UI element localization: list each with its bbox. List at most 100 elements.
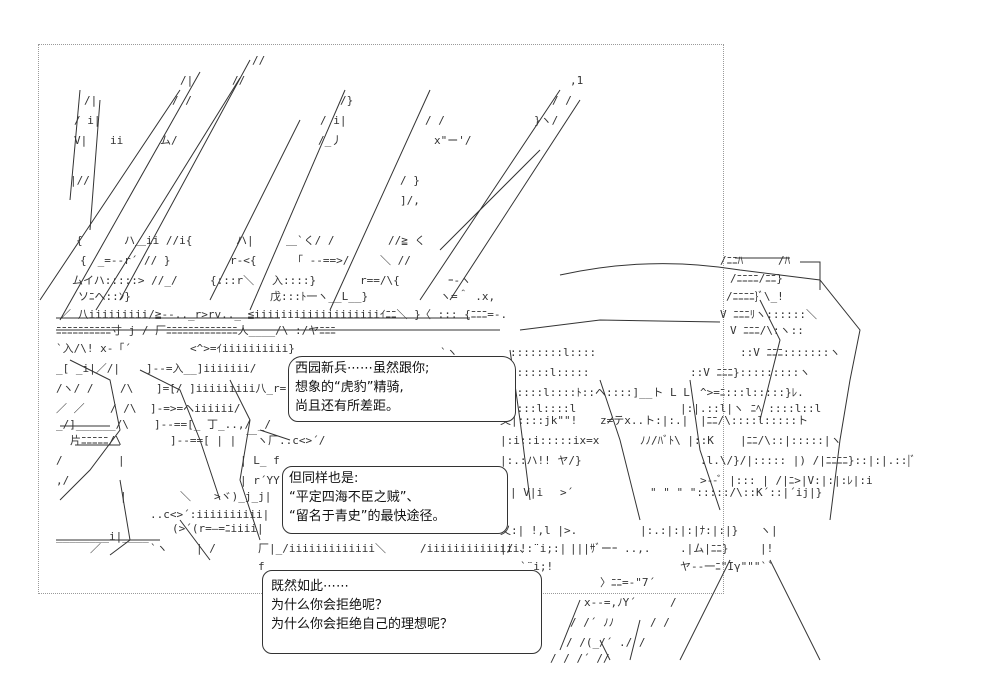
svg-text:f: f	[258, 560, 265, 573]
svg-text:.l.\/}/|::::: |) /|ﾆﾆﾆﾆ}::|:|.: .l.\/}/|::::: |) /|ﾆﾆﾆﾆ}::|:|.::|ﾞ	[700, 454, 916, 467]
svg-text:]--==[ | |: ]--==[ | |	[170, 434, 236, 447]
svg-text://≧ く: //≧ く	[388, 234, 426, 247]
svg-text:「 --==>/: 「 --==>/	[292, 254, 349, 267]
svg-text:|/ !:¨i;:|: |/ !:¨i;:|	[500, 542, 566, 555]
svg-text:＿`く/ /: ＿`く/ /	[286, 234, 335, 247]
svg-text://: //	[232, 74, 245, 87]
svg-text:〈 ::: {ﾆﾆﾆ=-.: 〈 ::: {ﾆﾆﾆ=-.	[420, 308, 507, 321]
svg-text:ムイハ:::::> //_/: ムイハ:::::> //_/	[72, 274, 178, 287]
svg-text:/ /\: / /\	[110, 402, 137, 415]
svg-text:z≠テx..ト:|:.|: z≠テx..ト:|:.|	[600, 414, 688, 427]
svg-text:(>´(r=—=ﾆiiii|: (>´(r=—=ﾆiiii|	[172, 522, 264, 535]
svg-text:|ﾆﾆ/\::::l:::::ト: |ﾆﾆ/\::::l:::::ト	[700, 414, 808, 427]
svg-text:|: |	[120, 490, 127, 503]
svg-text:片ﾆﾆﾆﾆﾆ/\: 片ﾆﾆﾆﾆﾆ/\	[70, 434, 122, 447]
bubble-top-line-3: 尚且还有所差距。	[295, 399, 400, 414]
svg-text:/ﾆﾆﾆﾆ/ﾆﾆ}: /ﾆﾆﾆﾆ/ﾆﾆ}	[730, 272, 783, 285]
svg-text:|:|.::l|ヽ ﾆﾍ ::::l::l: |:|.::l|ヽ ﾆﾍ ::::l::l	[680, 402, 821, 415]
svg-text:`ヽ: `ヽ	[440, 346, 458, 359]
svg-text:/ﾊ: /ﾊ	[778, 254, 791, 267]
svg-text:x"ー'/: x"ー'/	[434, 134, 472, 147]
svg-text:/|: /|	[84, 94, 97, 107]
svg-text:| /: | /	[196, 542, 216, 555]
svg-text:|:i::i:::::ix=x: |:i::i:::::ix=x	[500, 434, 600, 447]
svg-text:／ 八iiiiiiiii/≧--.._r>rv.._ ≦ii: ／ 八iiiiiiiii/≧--.._r>rv.._ ≦iiiiiiiiiiii…	[60, 308, 421, 321]
svg-text:ﾆﾆﾆﾆﾆﾆﾆﾆﾆﾆ寸 j / 厂ﾆﾆﾆﾆﾆﾆﾆﾆﾆﾆﾆﾆﾆ: ﾆﾆﾆﾆﾆﾆﾆﾆﾆﾆ寸 j / 厂ﾆﾆﾆﾆﾆﾆﾆﾆﾆﾆﾆﾆﾆ人____/\ :/…	[56, 323, 336, 337]
svg-text:| r´YY|: | r´YY|	[240, 474, 286, 487]
svg-text:_/]______/\: _/]______/\	[56, 418, 129, 431]
svg-text:|:.:ハ!! ヤ/}: |:.:ハ!! ヤ/}	[500, 454, 582, 467]
svg-text:/_丿: /_丿	[318, 134, 342, 147]
svg-text:/ i|: / i|	[320, 114, 347, 127]
svg-text:/ / /´ //: / / /´ //	[550, 652, 610, 665]
bubble-bottom-line-3: 为什么你会拒绝自己的理想呢？	[271, 617, 454, 632]
svg-text:V ﾆﾆﾆ/\:ヽ::: V ﾆﾆﾆ/\:ヽ::	[730, 324, 804, 337]
svg-text:V|: V|	[74, 134, 87, 147]
svg-text:]--=入__]iiiiiii/: ]--=入__]iiiiiii/	[146, 362, 256, 375]
svg-text:ハ|: ハ|	[236, 234, 254, 247]
svg-text:/ /: / /	[425, 114, 445, 127]
svg-text:]-=>=ヘiiiiii/: ]-=>=ヘiiiiii/	[150, 402, 240, 415]
svg-text:戊:::ﾄ一ヽ__L__}: 戊:::ﾄ一ヽ__L__}	[270, 290, 368, 303]
svg-text:x--=,ﾉY´: x--=,ﾉY´	[584, 596, 636, 609]
svg-text:|!: |!	[760, 542, 773, 555]
svg-text:厂|_/iiiiiiiiiiiii＼: 厂|_/iiiiiiiiiiiii＼	[258, 542, 386, 555]
svg-text:::V ﾆﾆﾆ:::::::ヽ: ::V ﾆﾆﾆ:::::::ヽ	[740, 346, 840, 359]
bubble-top-line-2: 想象的“虎豹”精骑,	[295, 380, 404, 395]
svg-text://: //	[252, 54, 265, 67]
svg-text:/: /	[670, 596, 677, 609]
svg-text:|||ｻﾞーｰ ..,.: |||ｻﾞーｰ ..,.	[570, 542, 650, 555]
svg-text:ヽ=＾ .x,: ヽ=＾ .x,	[440, 288, 495, 303]
art-glyphs: // /| // ,1 /| / / /} / / / i| / i| / / …	[56, 54, 916, 665]
svg-text:/ﾆﾆﾊ: /ﾆﾆﾊ	[720, 254, 744, 267]
svg-text:]--==[_ 丁_..,/ _/: ]--==[_ 丁_..,/ _/	[154, 418, 271, 431]
spear-lines	[39, 59, 861, 661]
svg-text:| V|i: | V|i	[510, 486, 543, 499]
bubble-top-line-1: 西园新兵⋯⋯虽然跟你;	[295, 361, 430, 376]
svg-text:,/: ,/	[56, 474, 69, 487]
svg-text:ﾉﾉ/ﾊﾞﾄ\ |::K: ﾉﾉ/ﾊﾞﾄ\ |::K	[640, 434, 714, 447]
svg-text:〉ﾆﾆ=-"7´: 〉ﾆﾆ=-"7´	[600, 576, 655, 589]
svg-text:::::::::l::::: ::::::::l::::	[510, 346, 596, 359]
svg-text:|: |	[118, 454, 125, 467]
svg-text:／ ／: ／ ／	[56, 402, 85, 415]
svg-text:￣ヽ厂..c<>´/: ￣ヽ厂..c<>´/	[246, 433, 325, 447]
bubble-middle-line-1: 但同样也是:	[289, 471, 359, 486]
svg-text:{:::r＼: {:::r＼	[210, 274, 254, 287]
bubble-bottom-line-1: 既然如此⋯⋯	[271, 579, 350, 594]
speech-bubble-bottom: 既然如此⋯⋯ 为什么你会拒绝呢？ 为什么你会拒绝自己的理想呢？	[262, 570, 542, 654]
svg-text:`ヽ: `ヽ	[150, 542, 168, 555]
svg-text:/:::l::::l: /:::l::::l	[510, 402, 576, 415]
svg-text:_[ _i|／/|: _[ _i|／/|	[56, 362, 120, 375]
svg-text:/ i|: / i|	[74, 114, 101, 127]
svg-text:`¨i;!: `¨i;!	[520, 560, 553, 573]
svg-text:/: /	[56, 454, 63, 467]
svg-text:l:::::l:::::: l:::::l:::::	[510, 366, 589, 379]
bubble-bottom-line-2: 为什么你会拒绝呢？	[271, 598, 389, 613]
svg-text:`入/\! x-「´: `入/\! x-「´	[56, 342, 131, 355]
svg-text:/ }: / }	[400, 174, 420, 187]
svg-text:ヽ|: ヽ|	[760, 524, 778, 537]
svg-text:{: {	[76, 234, 83, 247]
svg-text:|//: |//	[70, 174, 90, 187]
svg-text:ハ＿ii //i{: ハ＿ii //i{	[124, 234, 192, 247]
svg-text:|ﾆﾆ/\::|:::::|ヽ: |ﾆﾆ/\::|:::::|ヽ	[740, 434, 841, 447]
speech-bubble-top: 西园新兵⋯⋯虽然跟你; 想象的“虎豹”精骑, 尚且还有所差距。	[288, 356, 516, 422]
svg-text:入::::}: 入::::}	[272, 274, 316, 287]
svg-text:]=[/ ]iiiiiiiii八_r=|: ]=[/ ]iiiiiiiii八_r=|	[156, 382, 293, 395]
svg-text:/}: /}	[340, 94, 353, 107]
svg-text:／: ／	[90, 542, 101, 555]
svg-text:r==/\{: r==/\{	[360, 274, 400, 287]
svg-text:>´: >´	[560, 486, 573, 499]
svg-text:V ﾆﾆﾆﾘヽ::::::＼: V ﾆﾆﾆﾘヽ::::::＼	[720, 308, 817, 321]
svg-text:乂|::::jk""!: 乂|::::jk""!	[500, 414, 577, 427]
svg-text:..c<>´:iiiiiiiiii|: ..c<>´:iiiiiiiiii|	[150, 508, 269, 521]
svg-text:/\: /\	[120, 382, 133, 395]
svg-text:.|ム|ﾆﾆ}: .|ム|ﾆﾆ}	[680, 542, 729, 555]
svg-text:ii: ii	[110, 134, 123, 147]
svg-text:＼ //: ＼ //	[380, 254, 411, 267]
svg-text:/ /: / /	[552, 94, 572, 107]
svg-text:]/,: ]/,	[400, 194, 420, 207]
svg-text:ｰ-ヽ: ｰ-ヽ	[448, 274, 471, 287]
svg-text:{ _=--r´ // }: { _=--r´ // }	[80, 254, 170, 267]
